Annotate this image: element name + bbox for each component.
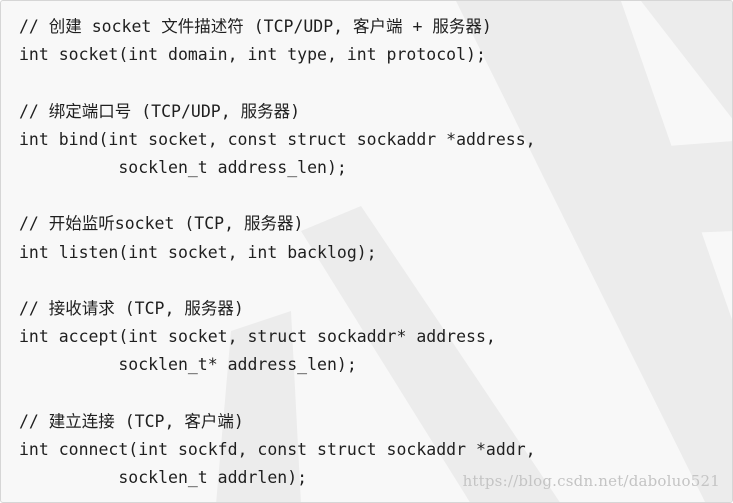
code-line [19, 69, 536, 97]
code-listing: // 创建 socket 文件描述符 (TCP/UDP, 客户端 + 服务器) i… [19, 13, 536, 492]
code-comment-line: // 接收请求 (TCP, 服务器) [19, 298, 244, 318]
code-line: int bind(int socket, const struct sockad… [19, 129, 536, 149]
code-line: int socket(int domain, int type, int pro… [19, 45, 486, 65]
code-line [19, 267, 536, 295]
code-line: int connect(int sockfd, const struct soc… [19, 439, 536, 459]
code-line: socklen_t* address_len); [19, 355, 357, 375]
code-comment-line: // 开始监听socket (TCP, 服务器) [19, 214, 304, 234]
code-line: int accept(int socket, struct sockaddr* … [19, 327, 496, 347]
code-line [19, 182, 536, 210]
watermark-url: https://blog.csdn.net/daboluo521 [462, 472, 720, 490]
code-line [19, 379, 536, 407]
code-line: socklen_t address_len); [19, 157, 347, 177]
code-line: int listen(int socket, int backlog); [19, 242, 377, 262]
code-line: socklen_t addrlen); [19, 468, 308, 487]
code-comment-line: // 绑定端口号 (TCP/UDP, 服务器) [19, 101, 301, 121]
code-comment-line: // 创建 socket 文件描述符 (TCP/UDP, 客户端 + 服务器) [19, 17, 492, 36]
code-comment-line: // 建立连接 (TCP, 客户端) [19, 411, 244, 431]
